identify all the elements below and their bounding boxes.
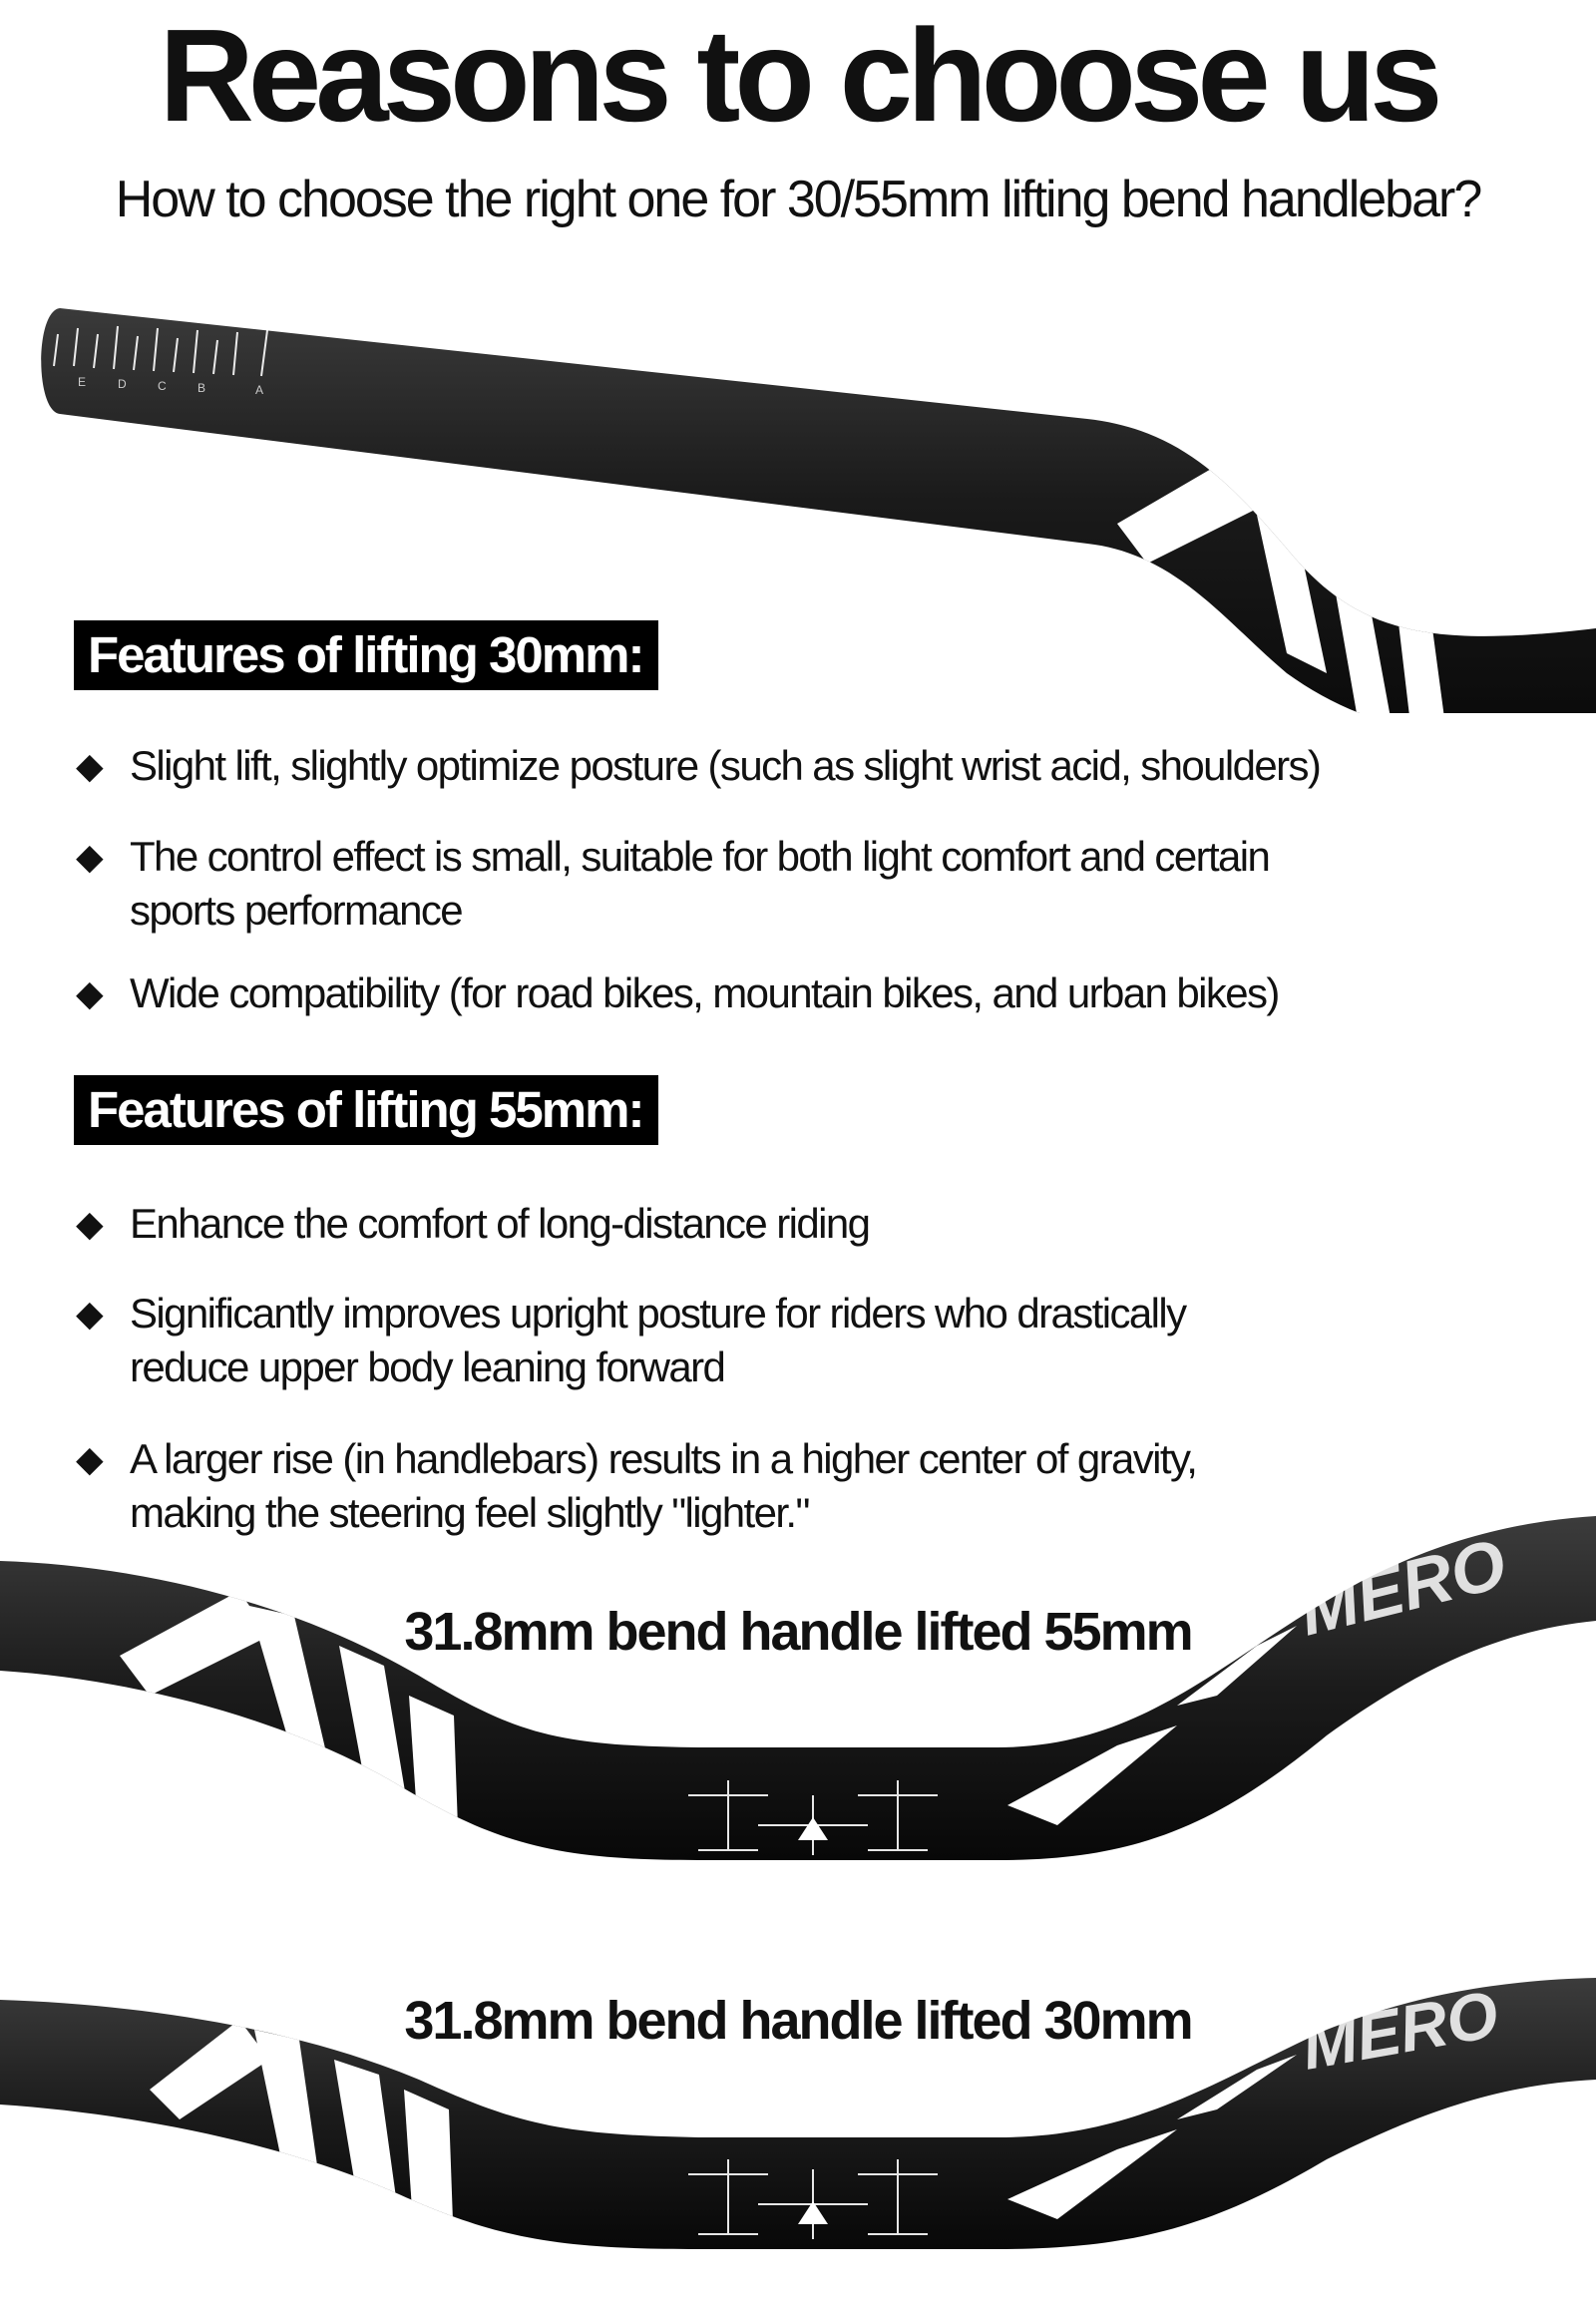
scale-letter: A [255, 383, 263, 397]
handlebar-30mm-image: MERO [0, 1977, 1596, 2249]
feature-text: A larger rise (in handlebars) results in… [130, 1435, 1198, 1536]
feature-text: The control effect is small, suitable fo… [130, 833, 1271, 934]
scale-letter: B [198, 381, 205, 395]
diamond-icon: ◆ [75, 972, 104, 1013]
diamond-icon: ◆ [75, 745, 104, 786]
feature-text: Significantly improves upright posture f… [130, 1290, 1187, 1390]
diamond-icon: ◆ [75, 836, 104, 877]
feature-text: Slight lift, slightly optimize posture (… [130, 742, 1322, 789]
feature-item: ◆ Wide compatibility (for road bikes, mo… [70, 966, 1466, 1020]
feature-item: ◆ The control effect is small, suitable … [70, 830, 1466, 938]
scale-letter: C [158, 379, 167, 393]
feature-text: Wide compatibility (for road bikes, moun… [130, 969, 1280, 1016]
section-heading-30mm: Features of lifting 30mm: [74, 620, 659, 690]
feature-item: ◆ A larger rise (in handlebars) results … [70, 1432, 1466, 1540]
diamond-icon: ◆ [75, 1203, 104, 1244]
page-title: Reasons to choose us [159, 2, 1442, 149]
product-caption-30mm: 31.8mm bend handle lifted 30mm [404, 1991, 1193, 2051]
handlebar-top-image: E D C B A [41, 308, 1596, 713]
page-subtitle: How to choose the right one for 30/55mm … [115, 171, 1483, 228]
feature-item: ◆ Enhance the comfort of long-distance r… [70, 1197, 1466, 1251]
product-caption-55mm: 31.8mm bend handle lifted 55mm [404, 1602, 1193, 1662]
feature-text: Enhance the comfort of long-distance rid… [130, 1200, 871, 1247]
scale-letter: D [118, 377, 127, 391]
scale-letter: E [78, 375, 86, 389]
handlebar-55mm-image: MERO [0, 1516, 1596, 1860]
diamond-icon: ◆ [75, 1293, 104, 1334]
diamond-icon: ◆ [75, 1438, 104, 1479]
feature-item: ◆ Significantly improves upright posture… [70, 1287, 1466, 1394]
section-heading-55mm: Features of lifting 55mm: [74, 1075, 659, 1145]
feature-item: ◆ Slight lift, slightly optimize posture… [70, 739, 1466, 793]
